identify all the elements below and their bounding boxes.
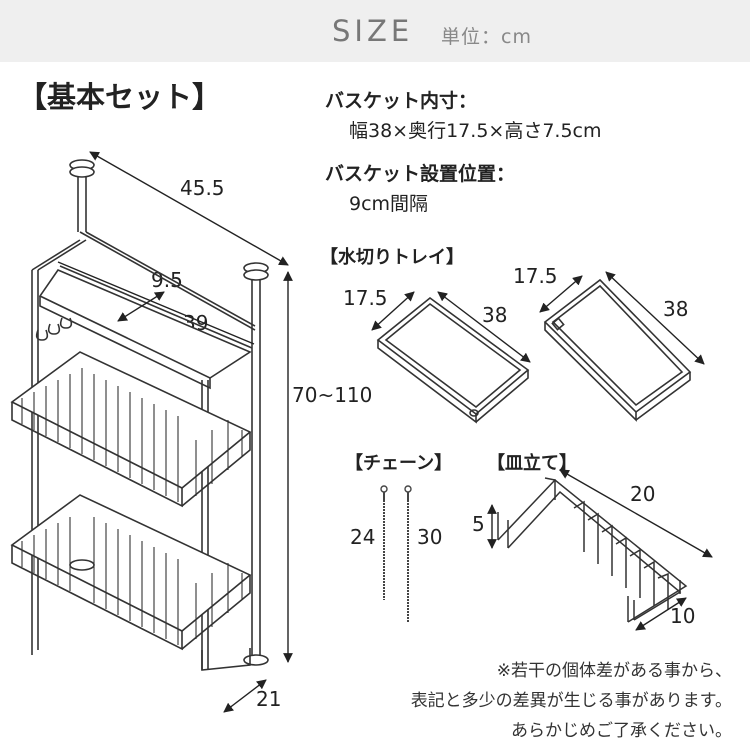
note-line-1: ※若干の個体差がある事から、: [496, 661, 732, 681]
dim-chain1: 24: [350, 525, 376, 549]
tray-dimension-arrows: [371, 271, 705, 365]
basket-position-heading: バスケット設置位置：: [325, 163, 516, 185]
dish-rack-illustration: [497, 477, 688, 623]
chain-illustration: [380, 485, 412, 622]
note-line-3: あらかじめご了承ください。: [511, 721, 732, 741]
unit-label: 単位：cm: [441, 26, 532, 48]
drain-tray-heading: 【水切りトレイ】: [320, 247, 464, 268]
dish-rack-heading: 【皿立て】: [487, 453, 577, 474]
lower-basket-wires: [21, 517, 243, 645]
upper-basket-wires: [21, 368, 243, 502]
note-line-2: 表記と多少の差異が生じる事があります。: [410, 691, 732, 711]
basic-set-heading: 【基本セット】: [18, 80, 222, 114]
drain-tray-1-illustration: [376, 296, 530, 424]
header-bar: SIZE 単位：cm: [0, 0, 750, 62]
drain-tray-2-illustration: [543, 278, 692, 422]
basket-inner-heading: バスケット内寸：: [325, 90, 478, 112]
basket-inner-value: 幅38×奥行17.5×高さ7.5cm: [349, 120, 602, 142]
dim-dish-height: 5: [472, 512, 485, 536]
rack-dimension-arrows: [57, 151, 293, 713]
dish-rack-dimension-arrows: [487, 469, 713, 631]
basket-position-value: 9cm間隔: [349, 193, 429, 215]
dim-chain2: 30: [417, 525, 443, 549]
tension-rack-illustration: [10, 159, 269, 671]
chain-heading: 【チェーン】: [345, 453, 453, 474]
size-title: SIZE: [332, 14, 414, 48]
dim-rack-height: 70~110: [292, 383, 373, 407]
